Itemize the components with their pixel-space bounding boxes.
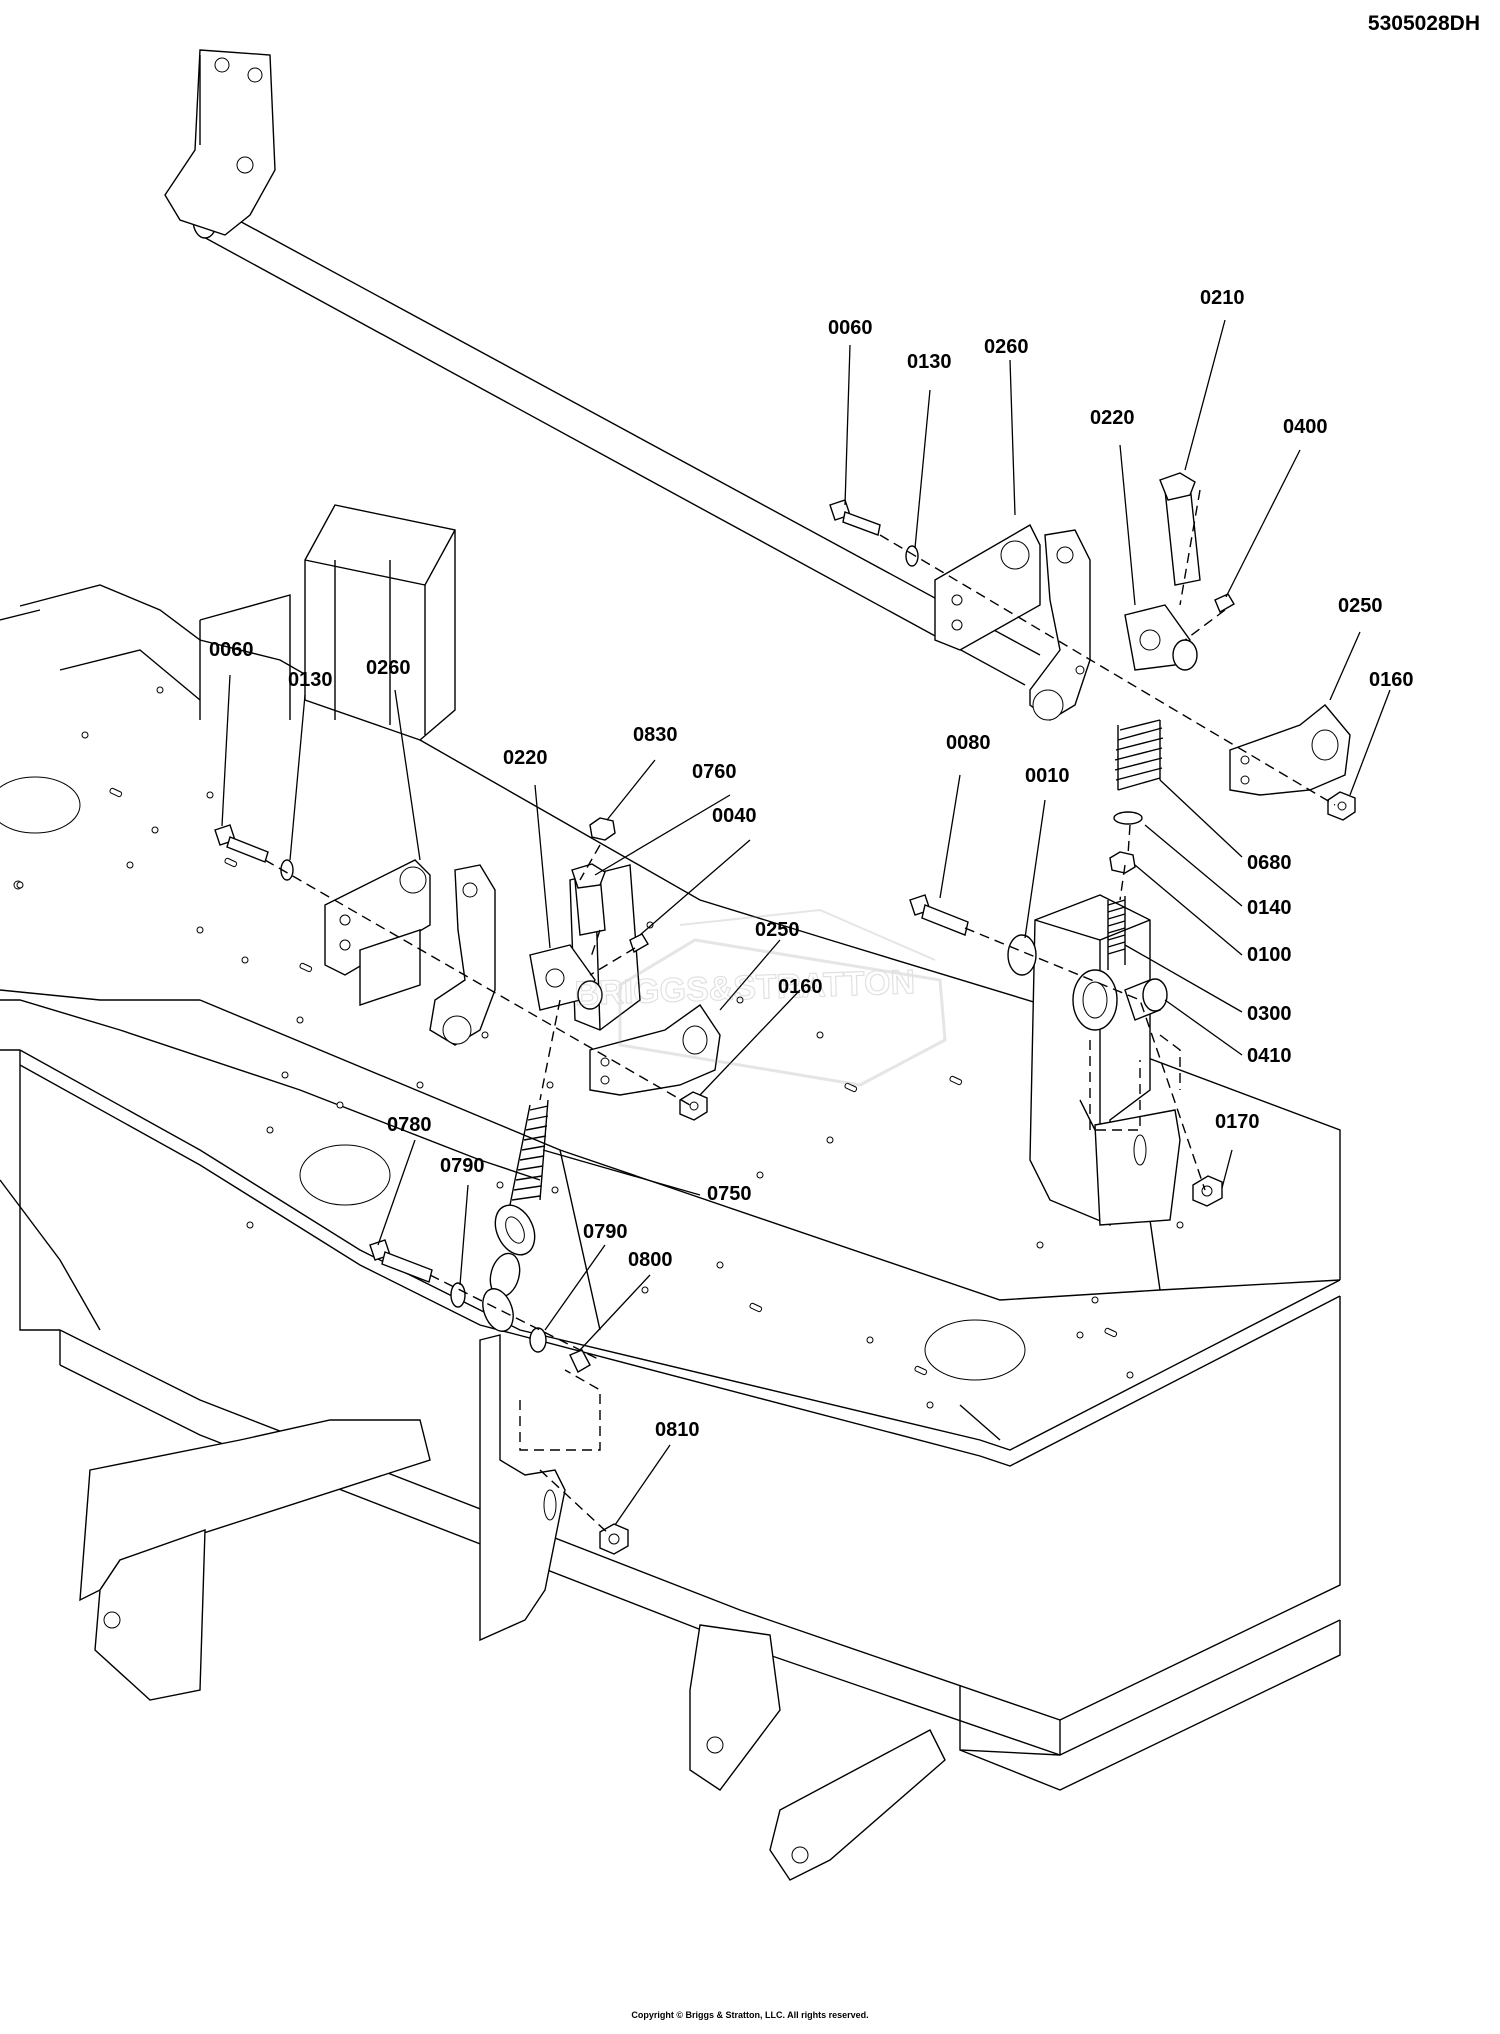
callout-0750: 0750: [707, 1183, 752, 1205]
left-slot-tab: [479, 1334, 566, 1642]
right-pivot-arm: [1029, 529, 1091, 721]
chain-rod-0750: [482, 1099, 549, 1332]
washer-0010: [1007, 934, 1037, 976]
callout-0040: 0040: [712, 805, 757, 827]
nut-0830: [589, 817, 616, 841]
callout-0800: 0800: [628, 1249, 673, 1271]
callout-0060-top: 0060: [828, 317, 873, 339]
callout-0810: 0810: [655, 1419, 700, 1441]
nut-0810: [599, 1523, 629, 1555]
callout-0060-left: 0060: [209, 639, 254, 661]
right-slot-tab: [1094, 1109, 1181, 1226]
callout-0790-a: 0790: [440, 1155, 485, 1177]
nut-0800: [569, 1349, 591, 1373]
stud-0760: [571, 863, 606, 936]
right-pivot-plate: [934, 524, 1041, 651]
eyebolt-0300: [1072, 896, 1126, 1031]
callout-0080: 0080: [946, 732, 991, 754]
pivot-0220-left: [529, 944, 603, 1011]
front-lift-arms: [79, 1419, 946, 1881]
callout-0410: 0410: [1247, 1045, 1292, 1067]
callout-0170: 0170: [1215, 1111, 1260, 1133]
nut-0160-top: [1327, 791, 1356, 821]
callout-0760: 0760: [692, 761, 737, 783]
callout-0260-top: 0260: [984, 336, 1029, 358]
nut-0160-left: [679, 1091, 708, 1121]
pin-0210: [1159, 472, 1201, 586]
callout-0010: 0010: [1025, 765, 1070, 787]
callout-0250-left: 0250: [755, 919, 800, 941]
callout-0830: 0830: [633, 724, 678, 746]
callout-0680: 0680: [1247, 852, 1292, 874]
callout-0780: 0780: [387, 1114, 432, 1136]
nut-0170: [1192, 1175, 1223, 1207]
callout-0790-b: 0790: [583, 1221, 628, 1243]
copyright-notice: Copyright © Briggs & Stratton, LLC. All …: [631, 2010, 869, 2020]
callout-0130-top: 0130: [907, 351, 952, 373]
washer-0790-b: [529, 1327, 547, 1353]
callout-0400: 0400: [1283, 416, 1328, 438]
left-pivot-plate: [324, 859, 431, 976]
callout-0250-top: 0250: [1338, 595, 1383, 617]
callout-0160-top: 0160: [1369, 669, 1414, 691]
callout-0140: 0140: [1247, 897, 1292, 919]
left-deck-tower: [199, 504, 456, 741]
spacer-0410: [1124, 978, 1168, 1021]
left-pivot-arm: [359, 864, 496, 1046]
bolt-0060-top: [829, 499, 881, 536]
bracket-0250-top: [1229, 704, 1351, 796]
callout-0260-left: 0260: [366, 657, 411, 679]
bolt-0080: [909, 894, 969, 936]
callout-0220-left: 0220: [503, 747, 548, 769]
washer-0140: [1113, 811, 1143, 825]
grease-fitting-0400: [1214, 593, 1235, 614]
washer-0790-a: [450, 1282, 466, 1308]
bolt-0060-left: [214, 824, 269, 863]
callout-0100: 0100: [1247, 944, 1292, 966]
callout-0210: 0210: [1200, 287, 1245, 309]
callout-0130-left: 0130: [288, 669, 333, 691]
callout-0220-top: 0220: [1090, 407, 1135, 429]
washer-0130-top: [905, 545, 919, 567]
callout-0160-left: 0160: [778, 976, 823, 998]
callout-leaders: [221, 319, 1391, 1526]
bracket-0250-left: [589, 1004, 721, 1096]
pivot-0220-top: [1124, 604, 1198, 671]
callout-0300: 0300: [1247, 1003, 1292, 1025]
spring-0680: [1114, 719, 1164, 791]
top-left-lift-bracket: [164, 49, 276, 236]
document-id: 5305028DH: [1367, 12, 1480, 35]
bolt-0780: [369, 1239, 433, 1283]
assembly-centerlines: [264, 489, 1336, 1536]
nut-0100: [1109, 851, 1136, 874]
